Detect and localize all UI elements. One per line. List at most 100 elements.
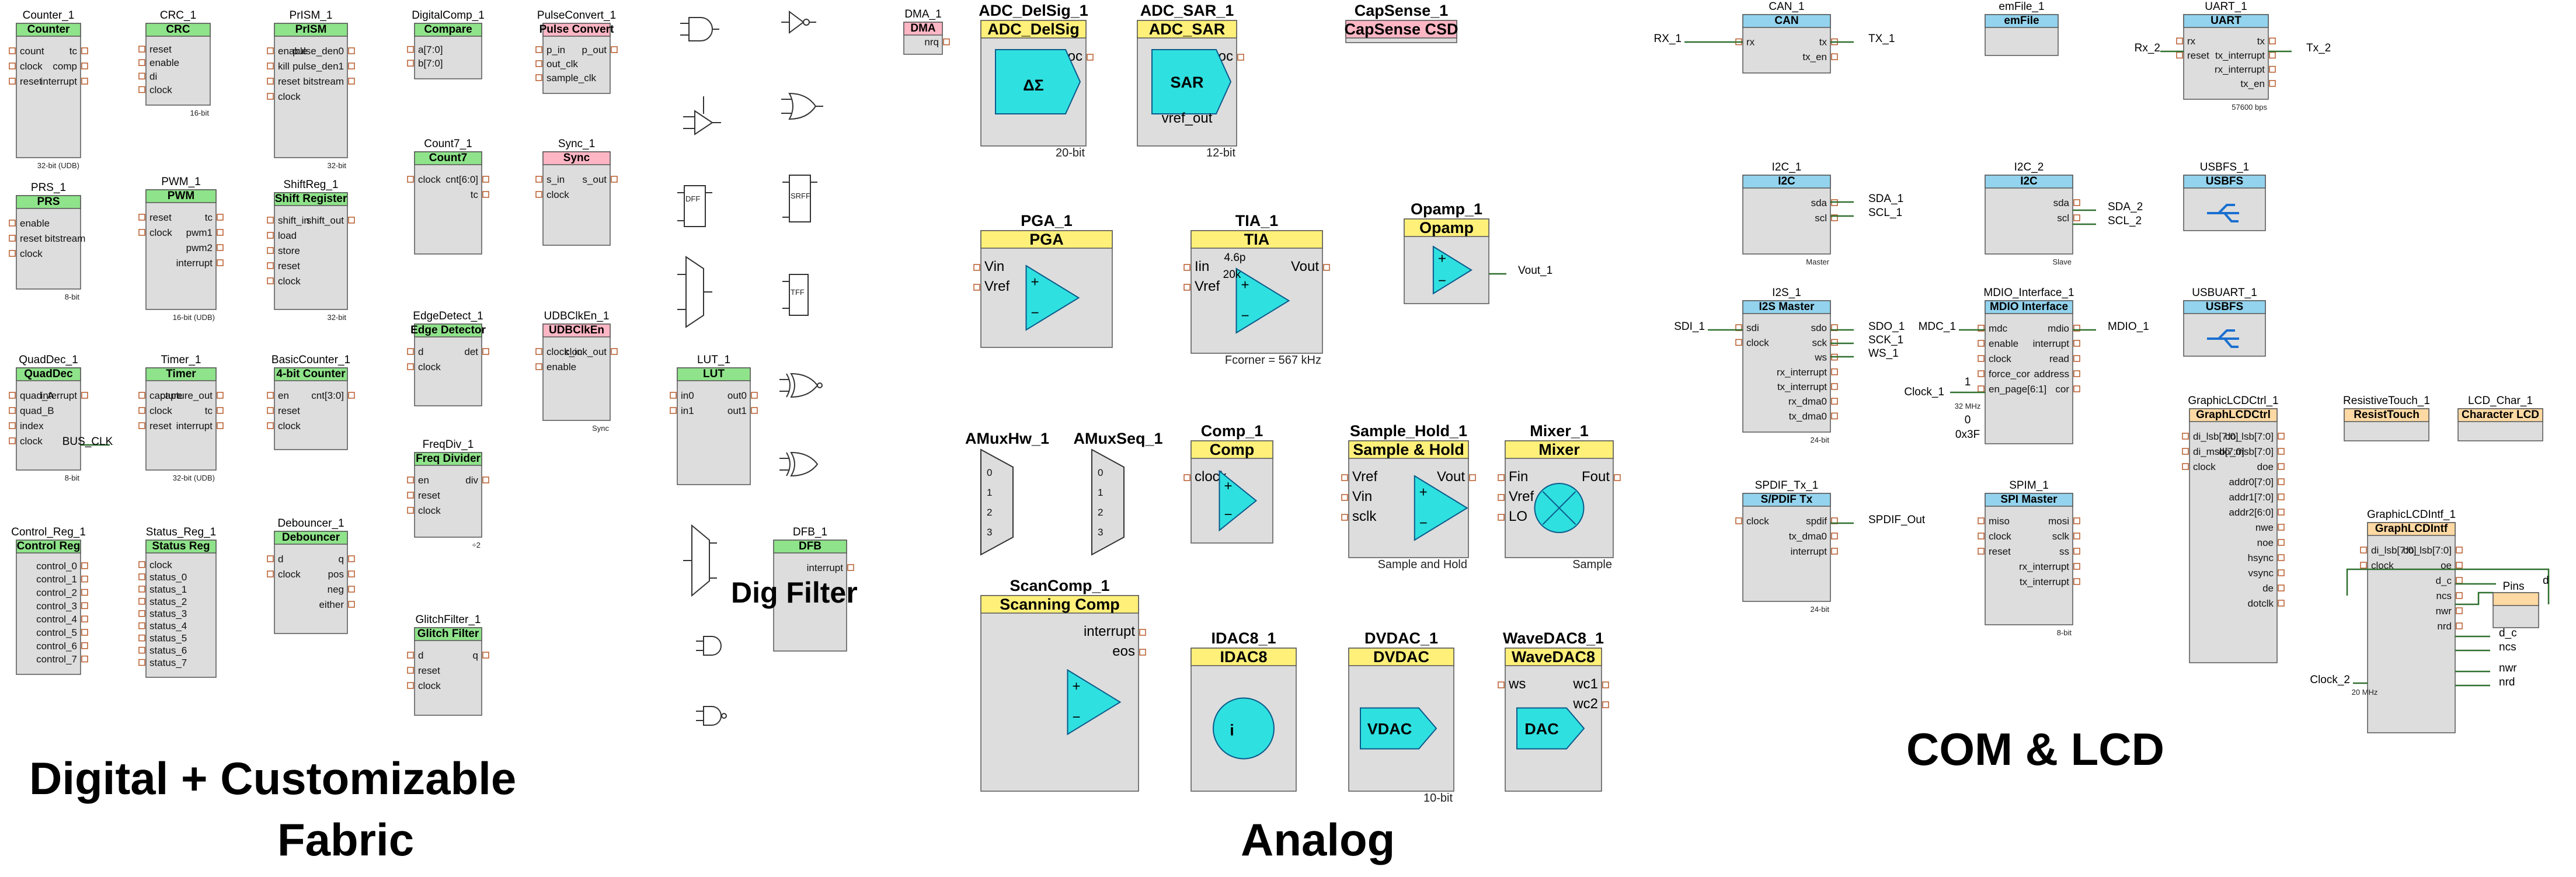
- xnor-gate-icon[interactable]: [779, 451, 819, 477]
- pin-terminal[interactable]: [1614, 474, 1621, 481]
- pin-terminal[interactable]: [267, 78, 274, 85]
- pin-terminal[interactable]: [482, 476, 489, 483]
- pin-terminal[interactable]: [2073, 517, 2080, 524]
- pin-terminal[interactable]: [138, 72, 145, 80]
- pin-terminal[interactable]: [1978, 340, 1985, 347]
- pin-terminal[interactable]: [138, 46, 145, 53]
- pin-terminal[interactable]: [9, 422, 16, 429]
- component-quaddec-1[interactable]: QuadDec_1QuadDecquad_Aquad_Bindexclockin…: [9, 354, 88, 482]
- pin-terminal[interactable]: [138, 59, 145, 66]
- pin-terminal[interactable]: [2073, 563, 2080, 570]
- pin-terminal[interactable]: [2360, 547, 2367, 554]
- pin-terminal[interactable]: [1831, 368, 1838, 375]
- pin-terminal[interactable]: [267, 570, 274, 577]
- and-gate-small-icon[interactable]: [696, 636, 722, 656]
- pin-terminal[interactable]: [81, 629, 88, 636]
- pin-terminal[interactable]: [138, 86, 145, 93]
- pin-terminal[interactable]: [1978, 385, 1985, 392]
- pins-component[interactable]: [2493, 592, 2539, 628]
- pin-terminal[interactable]: [535, 74, 542, 81]
- pin-terminal[interactable]: [138, 586, 145, 593]
- pin-terminal[interactable]: [535, 191, 542, 198]
- pin-terminal[interactable]: [1978, 370, 1985, 377]
- pin-terminal[interactable]: [2073, 533, 2080, 540]
- pin-terminal[interactable]: [2360, 562, 2367, 569]
- pin-terminal[interactable]: [2182, 463, 2189, 470]
- pin-terminal[interactable]: [81, 575, 88, 583]
- nand-gate-small-icon[interactable]: [696, 706, 727, 726]
- pin-terminal[interactable]: [81, 78, 88, 85]
- pin-terminal[interactable]: [1469, 474, 1476, 481]
- component-uart-1[interactable]: UART_1UARTrxresettxtx_interruptrx_interr…: [2176, 1, 2276, 112]
- component-graphiclcdintf-1[interactable]: GraphicLCDIntf_1GraphLCDIntfdi_lsb[7:0]c…: [2360, 509, 2463, 733]
- pin-terminal[interactable]: [348, 392, 355, 399]
- pin-terminal[interactable]: [2073, 548, 2080, 555]
- pin-terminal[interactable]: [217, 259, 224, 266]
- pin-terminal[interactable]: [751, 392, 758, 399]
- component-udbclken-1[interactable]: UDBClkEn_1UDBClkEnclock_inenableclock_ou…: [535, 310, 618, 433]
- pin-terminal[interactable]: [217, 407, 224, 414]
- pin-terminal[interactable]: [611, 176, 618, 183]
- pin-terminal[interactable]: [2278, 569, 2285, 576]
- pin-terminal[interactable]: [611, 348, 618, 355]
- pin-terminal[interactable]: [138, 392, 145, 399]
- pin-terminal[interactable]: [2278, 539, 2285, 546]
- demux-icon[interactable]: [683, 524, 717, 597]
- or-gate-icon[interactable]: [781, 92, 823, 120]
- pin-terminal[interactable]: [670, 392, 677, 399]
- pin-terminal[interactable]: [217, 392, 224, 399]
- xor-gate-icon[interactable]: [779, 373, 823, 398]
- pin-terminal[interactable]: [348, 217, 355, 224]
- pin-terminal[interactable]: [9, 407, 16, 414]
- pin-terminal[interactable]: [670, 407, 677, 414]
- pin-terminal[interactable]: [1323, 264, 1330, 271]
- tff-icon[interactable]: [782, 274, 809, 316]
- pin-terminal[interactable]: [348, 586, 355, 593]
- pin-terminal[interactable]: [348, 62, 355, 69]
- pin-terminal[interactable]: [1183, 474, 1190, 481]
- pin-terminal[interactable]: [1978, 533, 1985, 540]
- pin-terminal[interactable]: [9, 250, 16, 257]
- pin-terminal[interactable]: [2278, 600, 2285, 607]
- pin-terminal[interactable]: [1978, 325, 1985, 332]
- pin-terminal[interactable]: [81, 62, 88, 69]
- pin-terminal[interactable]: [138, 229, 145, 236]
- pin-terminal[interactable]: [267, 422, 274, 429]
- pin-terminal[interactable]: [267, 62, 274, 69]
- pin-terminal[interactable]: [407, 476, 414, 483]
- pin-terminal[interactable]: [2073, 325, 2080, 332]
- pin-terminal[interactable]: [1831, 533, 1838, 540]
- pin-terminal[interactable]: [407, 176, 414, 183]
- pin-terminal[interactable]: [2073, 385, 2080, 392]
- pin-terminal[interactable]: [2182, 448, 2189, 455]
- pin-terminal[interactable]: [267, 262, 274, 269]
- pin-terminal[interactable]: [847, 564, 854, 571]
- pin-terminal[interactable]: [9, 220, 16, 227]
- pin-terminal[interactable]: [138, 407, 145, 414]
- pin-terminal[interactable]: [2073, 578, 2080, 585]
- pin-terminal[interactable]: [611, 46, 618, 53]
- pin-terminal[interactable]: [1498, 681, 1505, 688]
- pin-terminal[interactable]: [138, 214, 145, 221]
- pin-terminal[interactable]: [348, 47, 355, 54]
- pin-terminal[interactable]: [407, 682, 414, 689]
